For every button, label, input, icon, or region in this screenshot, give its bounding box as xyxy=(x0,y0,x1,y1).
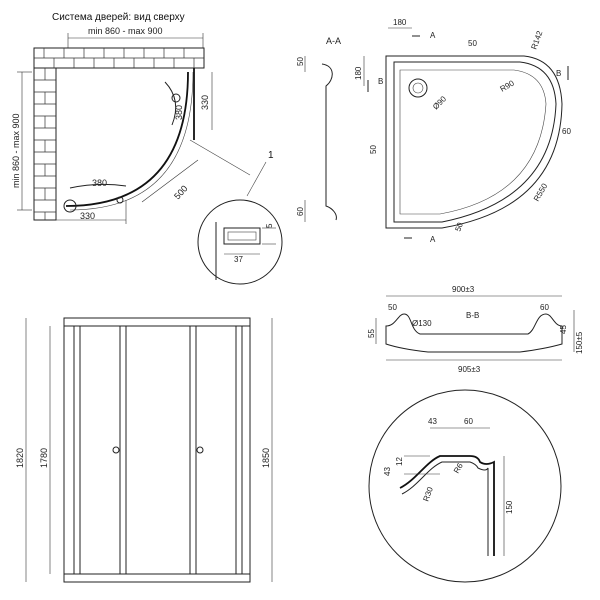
drain-icon xyxy=(408,78,428,98)
detail-d43-left: 43 xyxy=(383,467,392,476)
width-range-label: min 860 - max 900 xyxy=(88,26,163,36)
bb-dim-150: 150±5 xyxy=(575,331,584,354)
bb-dim-45: 45 xyxy=(559,325,568,334)
detail-1-profile-inner xyxy=(227,231,257,241)
sliding-door-bottom xyxy=(69,183,127,189)
bb-width-top: 900±3 xyxy=(452,285,475,294)
drain-inner-icon xyxy=(412,82,424,94)
tray-r142: R142 xyxy=(529,29,544,51)
height-range-label: min 860 - max 900 xyxy=(11,113,21,188)
dim-500-line xyxy=(141,159,199,203)
door-system-top-view: Система дверей: вид сверху min 860 - max… xyxy=(11,12,251,224)
bb-width-bottom: 905±3 xyxy=(458,365,481,374)
tray-top-view: A-A 50 60 180 A 50 R142 Ø90 R90 180 B B … xyxy=(296,18,571,244)
section-aa-label: A-A xyxy=(326,36,341,46)
detail-d150: 150 xyxy=(505,500,514,514)
detail-d60-top: 60 xyxy=(464,417,473,426)
bb-profile xyxy=(385,313,563,353)
aa-dim-60: 60 xyxy=(296,207,305,216)
detail-1-callout-leader xyxy=(246,161,267,197)
section-aa-profile xyxy=(321,63,337,221)
dim-500: 500 xyxy=(172,183,189,201)
detail-1-dim-37: 37 xyxy=(234,255,243,264)
tray-dim-60-right: 60 xyxy=(562,127,571,136)
curved-glass-door xyxy=(65,71,189,207)
section-mark-a-top: A xyxy=(430,31,436,40)
tray-d90: Ø90 xyxy=(431,94,448,111)
detail-1-leader xyxy=(189,139,251,176)
detail-circle-outline xyxy=(368,389,562,583)
front-height-1850: 1850 xyxy=(261,448,271,468)
bb-label: B-B xyxy=(466,311,479,320)
detail-1-profile xyxy=(223,227,261,245)
aa-dim-50: 50 xyxy=(296,57,305,66)
tray-r550: R550 xyxy=(532,181,550,203)
handle-bottom-icon xyxy=(116,196,124,204)
door-handle-right-icon xyxy=(196,446,204,454)
detail-d12: 12 xyxy=(395,457,404,466)
front-view: 1820 1780 1850 xyxy=(15,317,273,583)
bb-dim-60: 60 xyxy=(540,303,549,312)
tray-dim-180-top: 180 xyxy=(393,18,407,27)
detail-1: 1 5 37 xyxy=(197,150,283,285)
dim-330-right: 330 xyxy=(200,95,210,110)
detail-1-circle xyxy=(197,199,283,285)
door-handle-left-icon xyxy=(112,446,120,454)
dim-380-bottom: 380 xyxy=(92,178,107,188)
bb-d130: Ø130 xyxy=(412,319,432,328)
tray-dim-50-top: 50 xyxy=(468,39,477,48)
door-system-title: Система дверей: вид сверху xyxy=(52,12,185,23)
section-mark-a-bottom: A xyxy=(430,235,436,244)
bb-dim-55: 55 xyxy=(367,329,376,338)
section-mark-b-right: B xyxy=(556,69,561,78)
tray-dim-50-left: 50 xyxy=(369,145,378,154)
detail-r6: R6 xyxy=(452,461,465,475)
tray-dim-50-bottom: 50 xyxy=(453,221,465,233)
front-height-1780: 1780 xyxy=(39,448,49,468)
detail-r30: R30 xyxy=(421,485,435,502)
curved-glass-inner xyxy=(69,71,194,211)
tray-dim-180-left: 180 xyxy=(354,66,363,80)
detail-d43-top: 43 xyxy=(428,417,437,426)
tray-outline xyxy=(385,55,563,229)
section-mark-b-left: B xyxy=(378,77,383,86)
detail-1-callout: 1 xyxy=(268,150,274,161)
handle-right-icon xyxy=(171,93,181,103)
dim-330-bottom: 330 xyxy=(80,211,95,221)
detail-1-dim-5: 5 xyxy=(265,223,274,228)
brick-wall xyxy=(33,47,205,221)
bb-dim-50: 50 xyxy=(388,303,397,312)
front-height-1820: 1820 xyxy=(15,448,25,468)
tray-r90: R90 xyxy=(499,78,517,93)
tray-bowl xyxy=(399,69,547,215)
dim-380-handle: 380 xyxy=(174,105,184,120)
section-bb: 900±3 50 60 Ø130 B-B 55 45 150±5 905±3 xyxy=(367,285,584,374)
detail-circle: 43 60 43 12 R6 R30 150 xyxy=(368,389,562,583)
hinge-bottom-icon xyxy=(63,199,77,213)
tray-rim xyxy=(393,61,557,223)
detail-profile-outer xyxy=(399,455,495,556)
detail-profile-inner xyxy=(401,461,489,556)
front-frame xyxy=(63,317,251,583)
